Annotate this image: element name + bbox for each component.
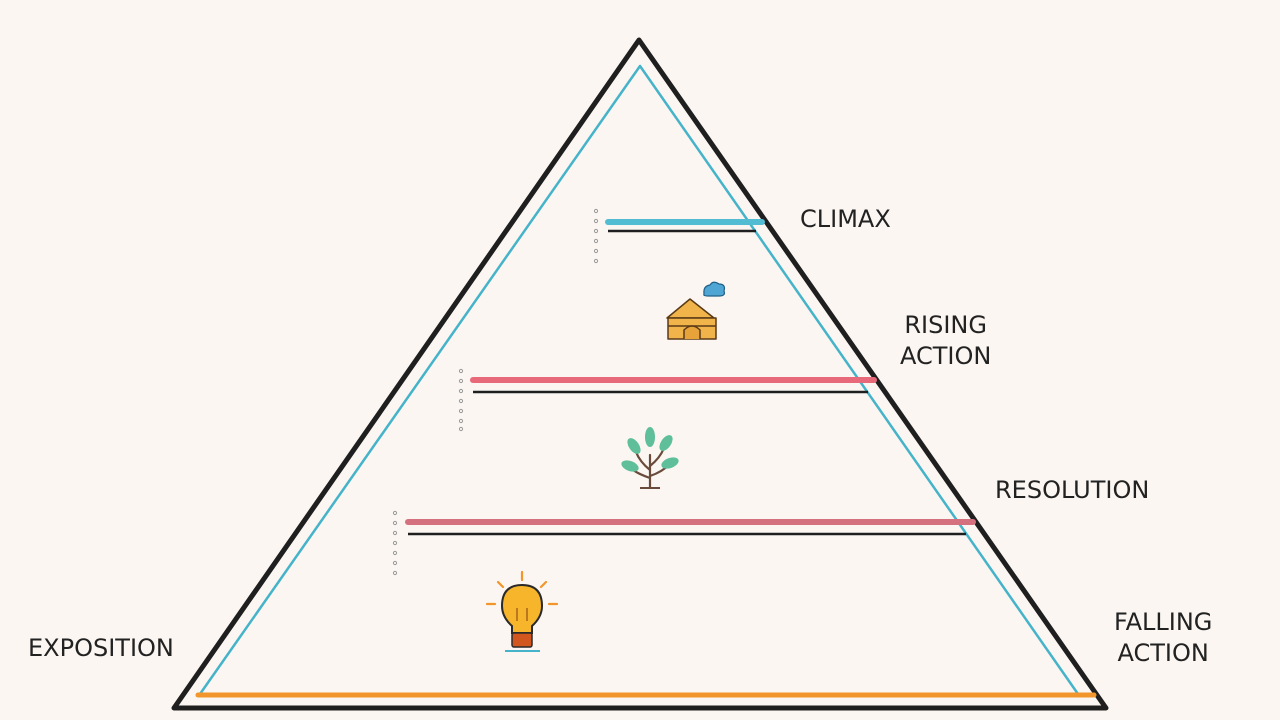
house-icon — [666, 298, 717, 340]
exposition-label: EXPOSITION — [28, 634, 174, 662]
climax-label: CLIMAX — [800, 205, 891, 233]
rising-action-label-line-1: RISING — [904, 311, 987, 339]
resolution-label: RESOLUTION — [995, 476, 1150, 504]
plant-icon — [621, 427, 679, 490]
climax-tick-marks — [593, 208, 599, 264]
lightbulb-icon — [485, 570, 559, 652]
falling-action-label-line-1: FALLING — [1114, 608, 1213, 636]
pyramid-outline — [171, 37, 1109, 711]
cloud-icon — [703, 281, 726, 297]
falling-action-label-line-2: ACTION — [1117, 639, 1209, 667]
rising-action-label: RISING ACTION — [900, 310, 991, 372]
rising-action-label-line-2: ACTION — [900, 342, 992, 370]
resolution-tick-marks — [392, 510, 398, 576]
rising-action-tick-marks — [458, 368, 464, 432]
falling-action-label: FALLING ACTION — [1114, 607, 1212, 669]
